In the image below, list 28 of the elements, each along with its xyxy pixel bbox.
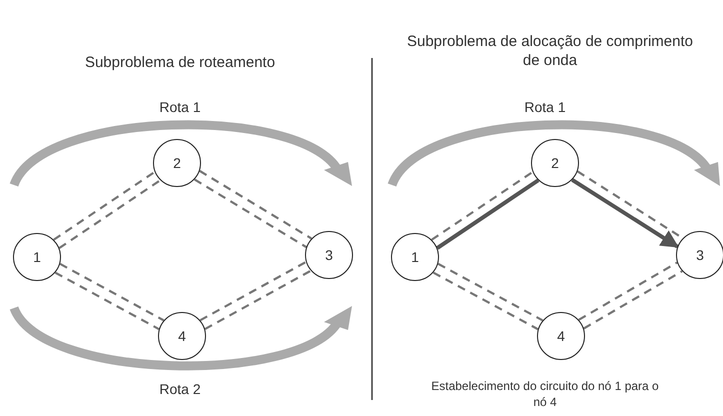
dashed-link [578, 262, 678, 321]
dashed-link [194, 178, 307, 248]
dashed-link [199, 170, 312, 240]
dashed-link [438, 262, 544, 322]
network-node-circle: 4 [158, 312, 206, 360]
dashed-link [431, 171, 534, 241]
network-node-circle: 3 [676, 231, 723, 279]
dashed-link [58, 179, 161, 249]
arrow [571, 178, 680, 248]
dashed-link [54, 272, 160, 330]
route-label: Rota 2 [158, 380, 202, 398]
dashed-link [583, 270, 683, 330]
network-node-circle: 1 [391, 233, 439, 281]
dashed-link [200, 260, 307, 322]
dashed-link [204, 270, 312, 330]
network-node-circle: 2 [531, 139, 579, 187]
panel-heading: Subproblema de roteamento [84, 53, 276, 72]
route-label: Rota 1 [158, 98, 202, 116]
network-node-circle: 2 [153, 139, 201, 187]
panel-heading: Subproblema de alocação de comprimento de onda [406, 32, 694, 70]
route-label: Rota 1 [523, 98, 567, 116]
dashed-link [53, 171, 156, 241]
dashed-link [432, 272, 538, 330]
dashed-link [59, 262, 164, 322]
network-node-circle: 4 [537, 312, 585, 360]
caption-text: Estabelecimento do circuito do nó 1 para o nó 4 [430, 378, 660, 410]
network-node-circle: 1 [13, 233, 61, 281]
network-node-circle: 3 [305, 231, 353, 279]
